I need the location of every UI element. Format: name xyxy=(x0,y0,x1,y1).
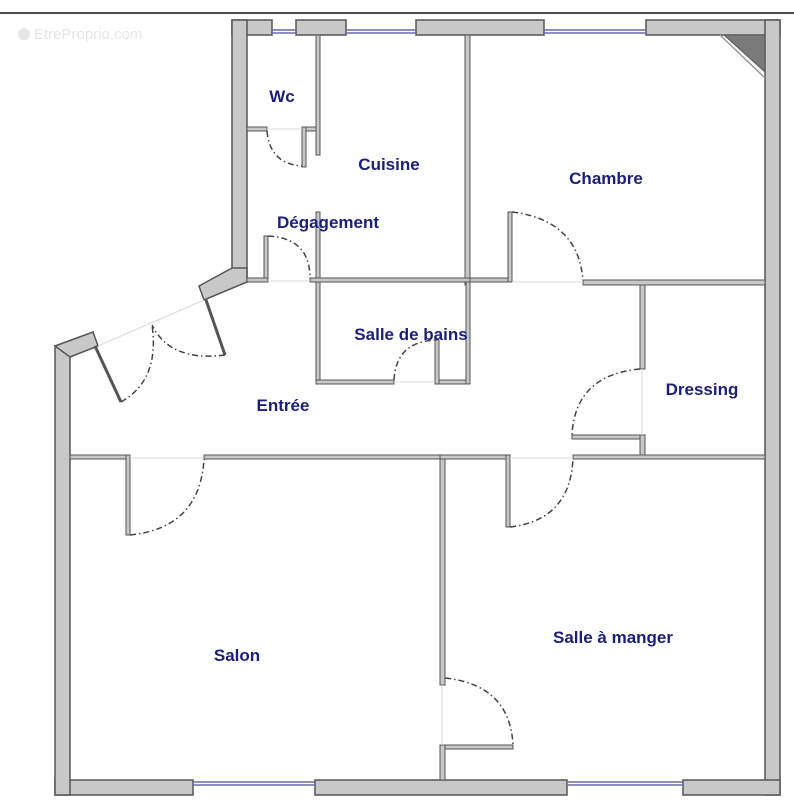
room-label-cuisine: Cuisine xyxy=(358,155,420,174)
room-label-chambre: Chambre xyxy=(569,169,643,188)
watermark: EtreProprio.com xyxy=(18,26,142,43)
wall-top-2 xyxy=(295,19,347,36)
wall-left-upper xyxy=(231,19,248,283)
wall-bottom-2 xyxy=(314,779,568,796)
room-label-salle-de-bains: Salle de bains xyxy=(354,325,468,344)
room-label-degagement: Dégagement xyxy=(276,213,380,232)
room-label-salon: Salon xyxy=(213,646,261,665)
corner-line xyxy=(719,34,766,79)
thresholds xyxy=(97,128,643,745)
room-label-wc: Wc xyxy=(269,87,295,106)
room-label-entree: Entrée xyxy=(256,396,310,415)
wall-top-3 xyxy=(415,19,545,36)
wall-entrance-right xyxy=(198,267,248,301)
wall-bottom-3 xyxy=(682,779,781,796)
wall-left-lower xyxy=(54,345,71,796)
windows xyxy=(193,29,683,786)
room-label-salle-a-manger: Salle à manger xyxy=(552,628,674,647)
door-arcs xyxy=(120,130,641,746)
room-label-dressing: Dressing xyxy=(665,380,739,399)
wall-bottom-1 xyxy=(54,779,194,796)
wall-right xyxy=(764,19,781,796)
exterior-walls xyxy=(53,19,781,796)
wall-top-4 xyxy=(645,19,781,36)
watermark-text: EtreProprio.com xyxy=(34,26,143,43)
entrance-door-leaves xyxy=(93,299,227,403)
interior-walls xyxy=(69,34,766,781)
copyright-icon xyxy=(18,28,30,40)
corner-chimney xyxy=(722,34,766,74)
top-border-line xyxy=(0,12,794,14)
